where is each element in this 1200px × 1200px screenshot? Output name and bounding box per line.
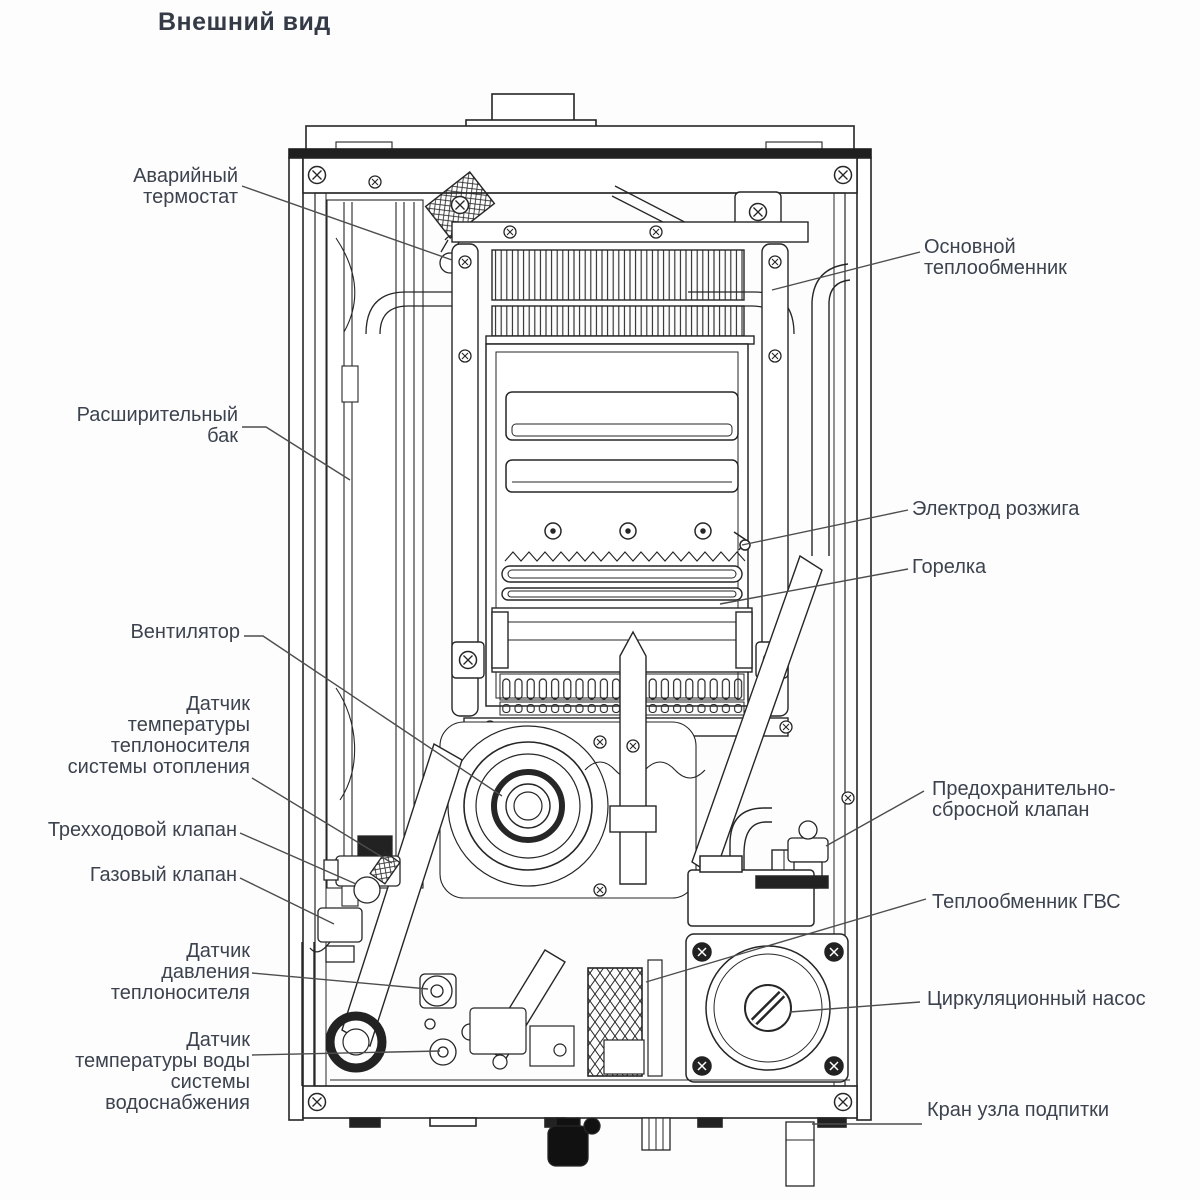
label-gas-valve: Газовый клапан [89,864,237,886]
label-dhw-heat-exchanger: Теплообменник ГВС [932,891,1121,913]
bottom-fittings [547,1117,815,1187]
pressure-sensor-part [419,973,457,1030]
cabinet [288,93,872,1128]
three-way-valve-part [323,835,401,904]
central-duct [609,630,657,885]
label-three-way-valve: Трехходовой клапан [47,819,237,841]
leader-pressure-sensor [251,972,429,990]
label-makeup-water-valve: Кран узла подпитки [927,1099,1110,1121]
label-burner: Горелка [912,556,987,578]
label-ignition-electrode: Электрод розжига [912,498,1080,520]
fan-part [439,721,706,899]
circulation-pump-part [685,855,849,1083]
leader-circulation-pump [789,1001,921,1013]
label-fan: Вентилятор [130,621,240,643]
makeup-water-valve-part [785,1121,815,1187]
ignition-electrode-part [544,522,751,551]
leader-three-way-valve [239,832,357,885]
label-circulation-pump: Циркуляционный насос [927,988,1146,1010]
label-heating-temp-sensor: Датчик температуры теплоносителя системы… [67,693,250,778]
leader-ignition-electrode [741,509,909,546]
leader-dhw-temp-sensor [251,1050,441,1056]
leader-heating-temp-sensor [251,777,393,864]
label-pressure-sensor: Датчик давления теплоносителя [110,940,250,1004]
leader-safety-relief-valve [825,790,925,847]
page-title: Внешний вид [158,8,331,36]
label-dhw-temp-sensor: Датчик температуры воды системы водоснаб… [75,1029,250,1114]
leader-expansion-tank [242,426,351,481]
leader-gas-valve [239,877,335,925]
main-heat-exchanger-part [451,221,809,717]
leader-emergency-thermostat [241,185,453,261]
expansion-tank-area [326,199,424,907]
label-main-heat-exchanger: Основной теплообменник [924,236,1067,279]
leader-main-heat-exchanger [771,251,921,291]
bottom-assembly [330,1007,850,1081]
label-safety-relief-valve: Предохранительно- сбросной клапан [932,778,1116,821]
leader-lines [239,185,927,1125]
leader-fan [244,635,503,797]
gas-valve-part [309,907,363,963]
label-emergency-thermostat: Аварийный термостат [133,165,238,208]
label-expansion-tank: Расширительный бак [76,404,238,447]
leader-burner [719,568,909,605]
leader-dhw-heat-exchanger [645,898,927,983]
